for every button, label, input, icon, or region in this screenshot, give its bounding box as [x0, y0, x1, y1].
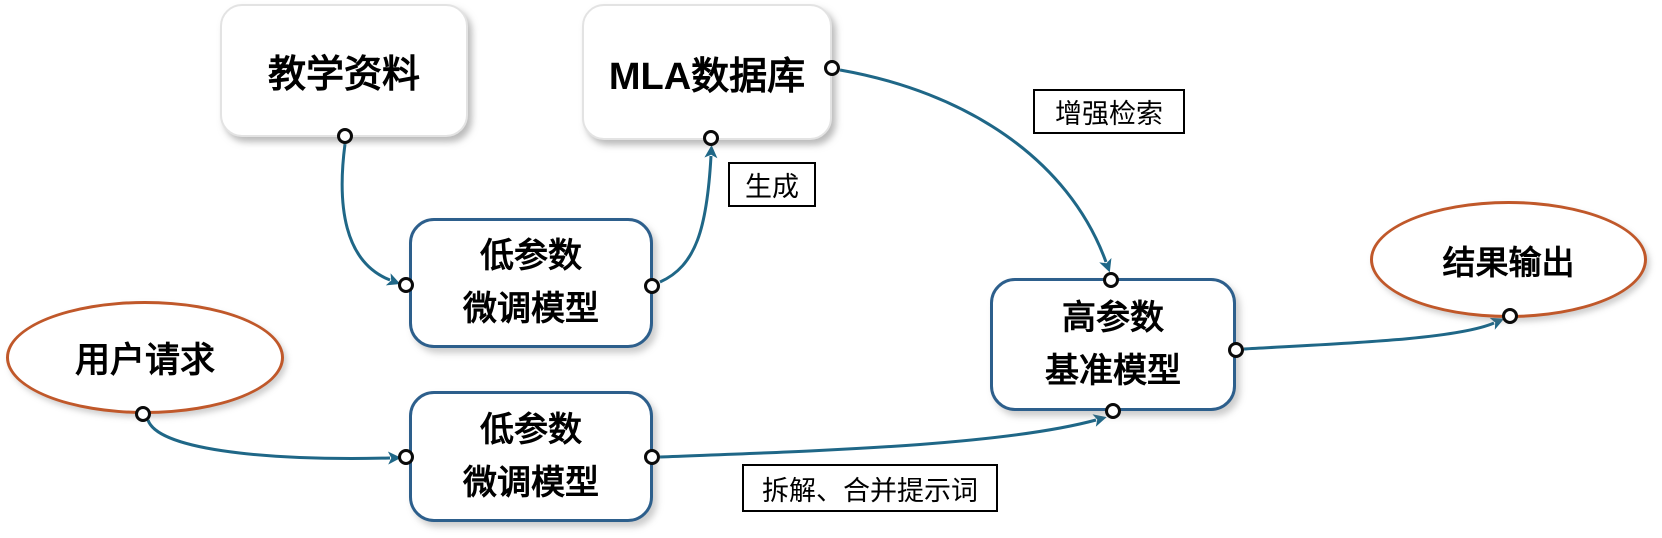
edge-label-decompose-merge: 拆解、合并提示词: [742, 464, 998, 512]
node-finetune-model-top: 低参数 微调模型: [409, 218, 653, 348]
connector-port-result-bottom: [1502, 308, 1518, 324]
node-mla-database-label: MLA数据库: [608, 55, 806, 98]
connector-port-mla-right: [824, 60, 840, 76]
node-finetune-model-bottom-line1: 低参数: [480, 410, 582, 449]
edge-label-generate-text: 生成: [745, 172, 799, 202]
node-teaching-materials-label: 教学资料: [267, 54, 420, 96]
edge-label-enhanced-retrieval-text: 增强检索: [1055, 99, 1163, 129]
connector-port-finetune-bottom-left: [398, 449, 414, 465]
node-result-output: 结果输出: [1370, 201, 1647, 318]
connector-port-teaching-bottom: [337, 128, 353, 144]
node-teaching-materials: 教学资料: [220, 4, 468, 137]
edge-teaching-to-finetune-top: [340, 143, 401, 286]
node-finetune-model-top-line2: 微调模型: [463, 290, 599, 328]
edge-highparam-to-result: [1243, 317, 1505, 351]
node-high-param-base-model-line1: 高参数: [1062, 298, 1164, 337]
edge-finetune-bottom-to-highparam: [659, 414, 1107, 459]
node-finetune-model-bottom-line2: 微调模型: [463, 463, 599, 502]
edge-label-enhanced-retrieval: 增强检索: [1033, 89, 1185, 134]
node-high-param-base-model-line2: 基准模型: [1045, 351, 1181, 390]
edge-mla-to-highparam: [839, 68, 1112, 273]
node-finetune-model-top-line1: 低参数: [480, 237, 582, 276]
node-result-output-label: 结果输出: [1442, 243, 1575, 281]
connector-port-highparam-bottom: [1105, 403, 1121, 419]
connector-port-finetune-bottom-right: [644, 449, 660, 465]
connector-port-finetune-top-left: [398, 277, 414, 293]
edge-userrequest-to-finetune-bottom: [146, 419, 402, 465]
connector-port-user-request-bottom: [135, 406, 151, 422]
connector-port-highparam-right: [1228, 342, 1244, 358]
node-user-request: 用户请求: [6, 301, 284, 414]
node-high-param-base-model: 高参数 基准模型: [990, 278, 1236, 411]
node-user-request-label: 用户请求: [74, 341, 215, 380]
connector-port-mla-bottom: [703, 130, 719, 146]
node-finetune-model-bottom: 低参数 微调模型: [409, 391, 653, 522]
edge-label-decompose-merge-text: 拆解、合并提示词: [762, 475, 978, 506]
edge-label-generate: 生成: [728, 162, 816, 207]
connector-port-highparam-top: [1103, 272, 1119, 288]
node-mla-database: MLA数据库: [582, 4, 832, 140]
edge-finetune-top-to-mla: [659, 144, 718, 284]
connector-port-finetune-top-right: [644, 278, 660, 294]
